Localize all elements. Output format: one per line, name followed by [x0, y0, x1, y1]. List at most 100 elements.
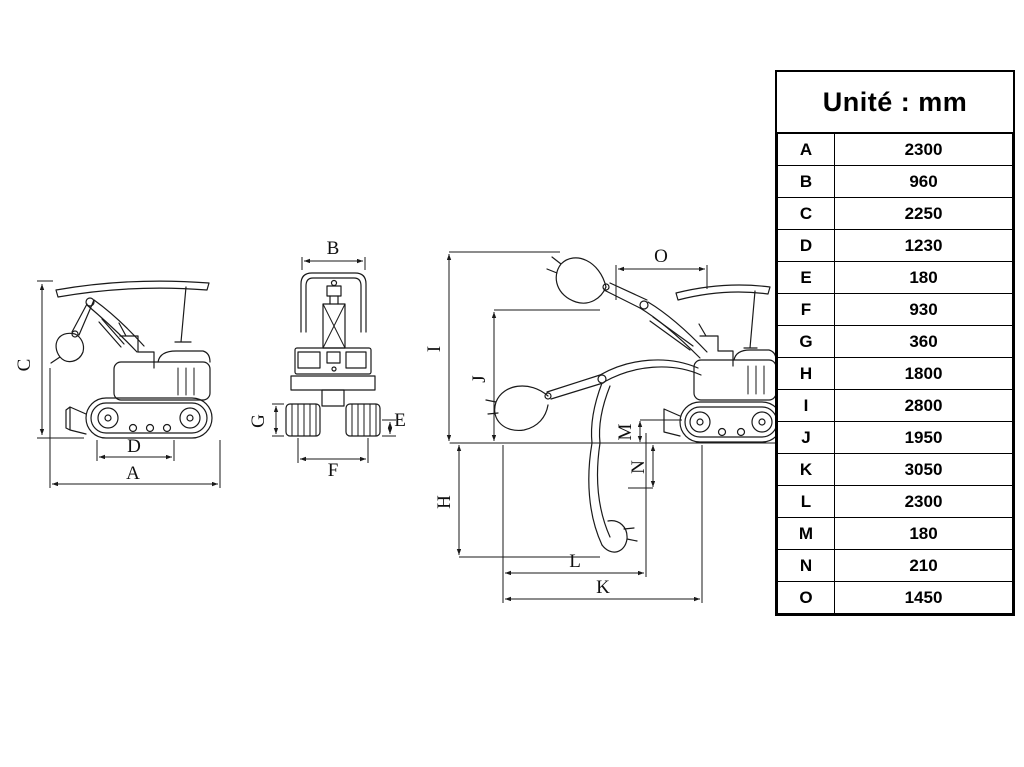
dimension-value: 2300 — [834, 133, 1013, 166]
dimension-letter: I — [777, 389, 835, 422]
front-view — [285, 272, 381, 437]
canopy — [55, 280, 210, 298]
dim-label-h: H — [434, 495, 455, 509]
side-view — [50, 280, 213, 439]
idler-wheel — [689, 411, 711, 433]
bucket-raised — [546, 256, 607, 304]
bucket — [50, 332, 85, 364]
dim-label-o: O — [654, 246, 668, 267]
dim-label-d: D — [127, 436, 141, 457]
track-outer — [679, 401, 780, 443]
dim-label-e: E — [394, 410, 406, 431]
dimension-letter: O — [777, 581, 835, 614]
blade — [663, 408, 681, 437]
dimension-value: 2250 — [834, 197, 1013, 230]
base-frame — [290, 375, 376, 391]
dimension-letter: B — [777, 165, 835, 198]
idler-hub — [696, 418, 704, 426]
dimension-letter: L — [777, 485, 835, 518]
dimension-letter: F — [777, 293, 835, 326]
working-range-view — [449, 256, 780, 553]
body-panel-right — [345, 351, 367, 369]
dim-label-m: M — [615, 423, 636, 440]
side-view-dimensions — [37, 280, 221, 488]
track-roller — [717, 427, 727, 437]
engine-hood — [157, 350, 211, 363]
boom-reach — [599, 359, 702, 383]
dim-label-n: N — [628, 460, 649, 474]
body-panel-center — [326, 351, 341, 364]
boom-raised — [639, 301, 708, 359]
canopy — [675, 284, 771, 301]
track-roller — [145, 423, 155, 433]
dimension-value: 180 — [834, 261, 1013, 294]
stick-deep-below-ground — [588, 442, 611, 546]
dimension-letter: C — [777, 197, 835, 230]
side-view-labels: C D A — [14, 359, 141, 484]
drive-wheel — [179, 407, 201, 429]
dim-label-b: B — [327, 238, 340, 259]
working-range-dimensions — [446, 251, 708, 603]
dimension-value: 3050 — [834, 453, 1013, 486]
stick-reach — [546, 374, 604, 400]
track-roller — [162, 423, 172, 433]
dimension-value: 1230 — [834, 229, 1013, 262]
stick-reach-joint — [544, 392, 552, 400]
excavator-dimension-drawing: C D A — [14, 238, 780, 603]
body-dot — [331, 366, 337, 372]
front-view-labels: B G E F — [248, 238, 406, 481]
stick-raised-joint — [602, 283, 610, 291]
seat — [118, 322, 155, 369]
idler-hub — [104, 414, 112, 422]
dimension-letter: D — [777, 229, 835, 262]
drive-wheel — [751, 411, 773, 433]
idler-wheel — [97, 407, 119, 429]
dimension-value: 960 — [834, 165, 1013, 198]
dimension-value: 1950 — [834, 421, 1013, 454]
stick — [71, 299, 95, 336]
boom-cross-brace — [322, 303, 346, 349]
dim-label-i: I — [424, 346, 445, 352]
bucket-reach — [485, 385, 549, 431]
dimension-value: 1800 — [834, 357, 1013, 390]
drive-hub — [186, 414, 194, 422]
table-title: Unité : mm — [777, 72, 1013, 133]
dim-label-c: C — [14, 359, 35, 372]
dim-label-j: J — [469, 375, 490, 382]
bucket-deep — [601, 520, 638, 553]
boom — [86, 299, 145, 353]
boom-joint — [85, 297, 95, 307]
dim-label-g: G — [248, 414, 269, 428]
body-vents — [177, 367, 195, 396]
body — [113, 361, 211, 401]
track-inner — [90, 402, 208, 434]
stick-deep — [590, 382, 611, 444]
dimension-letter: K — [777, 453, 835, 486]
body-front — [294, 347, 372, 375]
dimension-value: 1450 — [834, 581, 1013, 614]
dimension-value: 2800 — [834, 389, 1013, 422]
body-vents — [747, 365, 765, 395]
dimension-value: 180 — [834, 517, 1013, 550]
dimension-letter: G — [777, 325, 835, 358]
front-track-right — [345, 403, 381, 437]
dimension-letter: J — [777, 421, 835, 454]
dimension-letter: M — [777, 517, 835, 550]
blade — [65, 406, 87, 435]
track-roller — [736, 427, 746, 437]
dim-label-k: K — [596, 577, 610, 598]
